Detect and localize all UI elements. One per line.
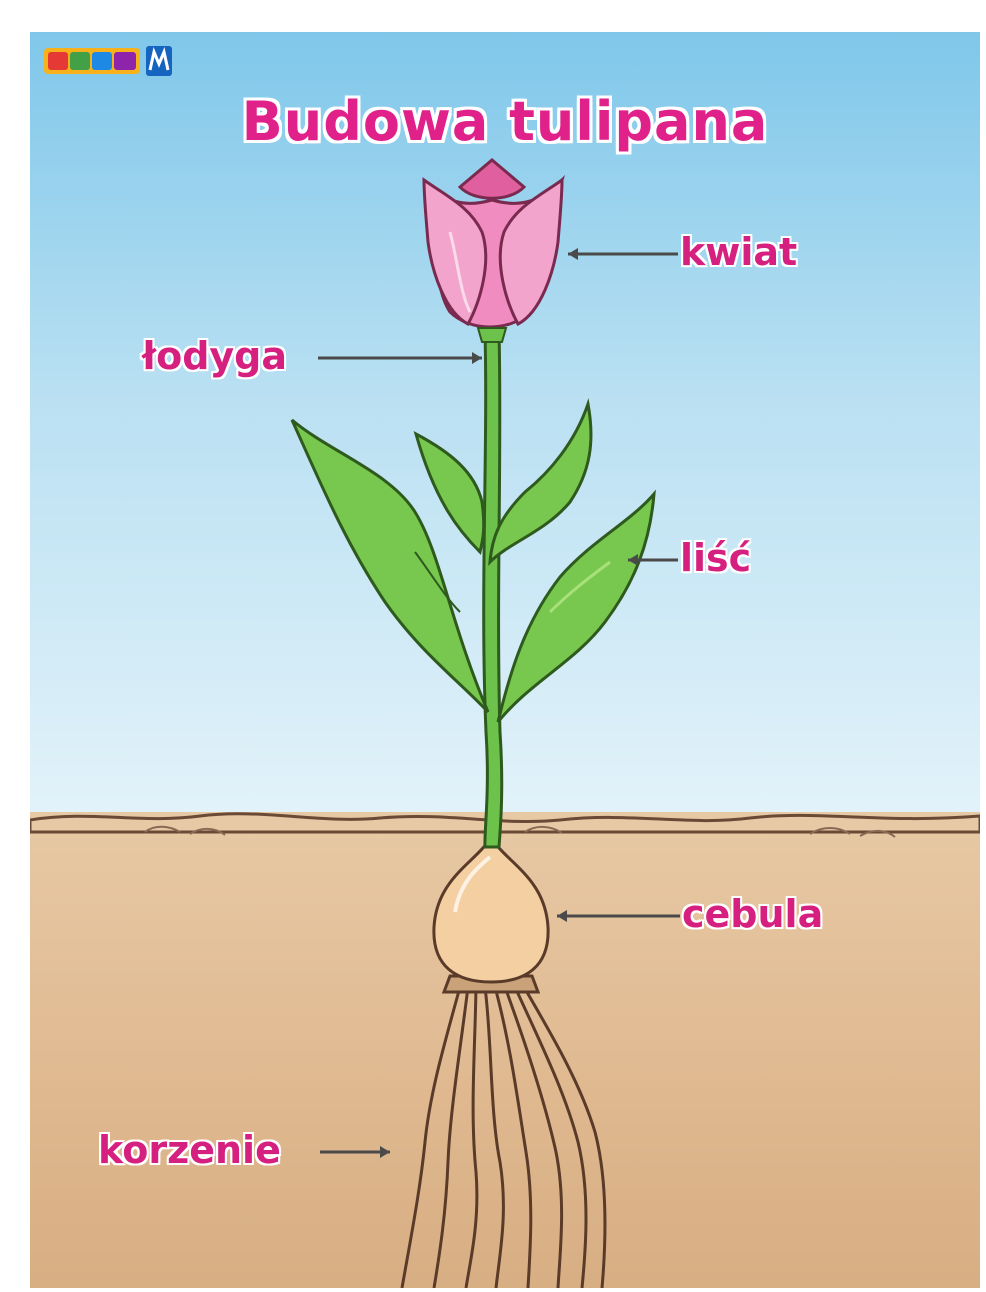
label-stem: łodyga xyxy=(142,334,287,378)
flower xyxy=(424,160,562,342)
publisher-logo-icon xyxy=(44,44,174,78)
label-flower: kwiat xyxy=(680,230,797,274)
page-title: Budowa tulipana xyxy=(30,90,980,153)
leaf-upper-right xyxy=(490,404,591,562)
roots xyxy=(402,987,605,1288)
label-roots: korzenie xyxy=(98,1128,281,1172)
stem xyxy=(484,332,502,847)
poster: Budowa tulipana kwiat łodyga liść cebula… xyxy=(30,32,980,1288)
label-bulb: cebula xyxy=(682,892,823,936)
label-leaf: liść xyxy=(680,536,751,580)
tulip-illustration xyxy=(30,32,980,1288)
